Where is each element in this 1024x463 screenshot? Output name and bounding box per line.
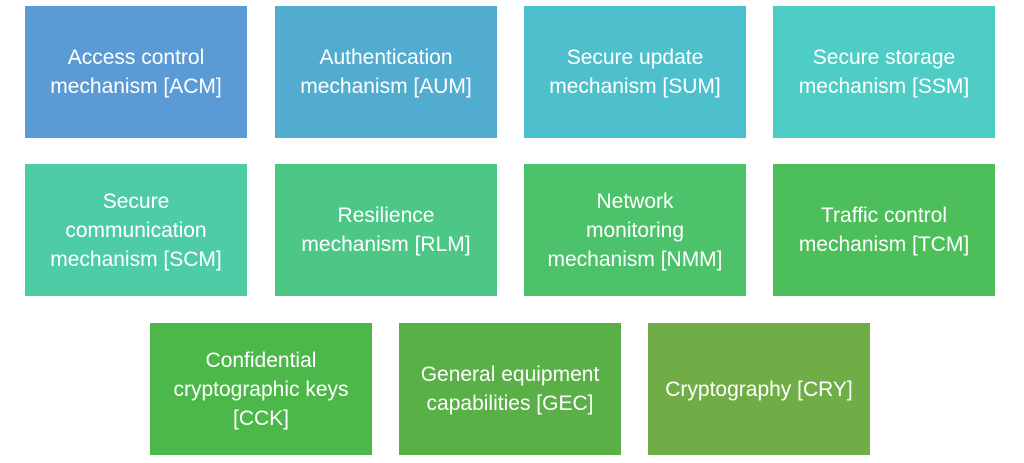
tile-secure-communication-mechanism: Secure communication mechanism [SCM] — [25, 164, 247, 296]
tile-label: Traffic control mechanism [TCM] — [798, 204, 970, 256]
tile-access-control-mechanism: Access control mechanism [ACM] — [25, 6, 247, 138]
tile-resilience-mechanism: Resilience mechanism [RLM] — [275, 164, 497, 296]
tile-label: Confidential cryptographic keys [CCK] — [173, 348, 349, 430]
tile-general-equipment-capabilities: General equipment capabilities [GEC] — [399, 323, 621, 455]
tile-authentication-mechanism: Authentication mechanism [AUM] — [275, 6, 497, 138]
tile-label: Secure update mechanism [SUM] — [549, 46, 721, 98]
tile-label: Access control mechanism [ACM] — [50, 46, 222, 98]
tile-label: Resilience mechanism [RLM] — [301, 204, 471, 256]
tile-traffic-control-mechanism: Traffic control mechanism [TCM] — [773, 164, 995, 296]
tile-label: Secure communication mechanism [SCM] — [50, 189, 222, 271]
tile-label: Authentication mechanism [AUM] — [300, 46, 472, 98]
tile-network-monitoring-mechanism: Network monitoring mechanism [NMM] — [524, 164, 746, 296]
tile-secure-update-mechanism: Secure update mechanism [SUM] — [524, 6, 746, 138]
tile-label: Cryptography [CRY] — [665, 377, 853, 401]
tile-cryptography: Cryptography [CRY] — [648, 323, 870, 455]
tile-confidential-cryptographic-keys: Confidential cryptographic keys [CCK] — [150, 323, 372, 455]
tile-label: Secure storage mechanism [SSM] — [798, 46, 970, 98]
tile-secure-storage-mechanism: Secure storage mechanism [SSM] — [773, 6, 995, 138]
tile-label: Network monitoring mechanism [NMM] — [547, 189, 723, 271]
tile-label: General equipment capabilities [GEC] — [420, 363, 600, 415]
